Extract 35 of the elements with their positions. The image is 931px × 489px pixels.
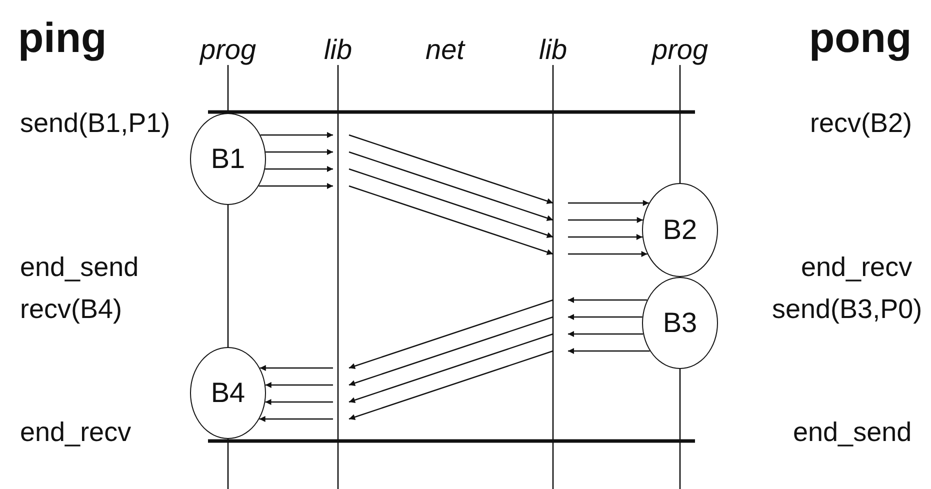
arrow — [568, 251, 648, 257]
lane-label: lib — [324, 36, 352, 64]
arrow — [265, 382, 333, 388]
event-label: send(B3,P0) — [772, 296, 922, 323]
lane-label: net — [426, 36, 464, 64]
arrow — [568, 234, 642, 240]
event-label: end_send — [793, 419, 912, 446]
event-label: recv(B4) — [20, 296, 122, 323]
arrow — [568, 297, 648, 303]
event-label: recv(B2) — [810, 110, 912, 137]
heading: ping — [18, 17, 107, 59]
buffer-label: B4 — [210, 377, 246, 409]
arrow — [568, 200, 649, 206]
arrow — [568, 217, 643, 223]
lane-label: prog — [652, 36, 708, 64]
buffer-label: B2 — [662, 214, 698, 246]
arrow — [568, 314, 642, 320]
arrow — [260, 132, 333, 138]
arrow — [265, 166, 333, 172]
event-label: send(B1,P1) — [20, 110, 170, 137]
arrow — [568, 348, 650, 354]
arrow — [568, 331, 644, 337]
lane-label: lib — [539, 36, 568, 64]
lane-label: prog — [200, 36, 256, 64]
arrow — [265, 399, 333, 405]
event-label: end_recv — [801, 254, 912, 281]
arrow — [259, 416, 333, 422]
arrow — [258, 183, 333, 189]
buffer-label: B1 — [210, 143, 246, 175]
arrow — [266, 149, 333, 155]
arrow — [260, 365, 333, 371]
heading: pong — [809, 17, 912, 59]
event-label: end_recv — [20, 419, 132, 446]
buffer-label: B3 — [662, 307, 698, 339]
event-label: end_send — [20, 254, 139, 281]
